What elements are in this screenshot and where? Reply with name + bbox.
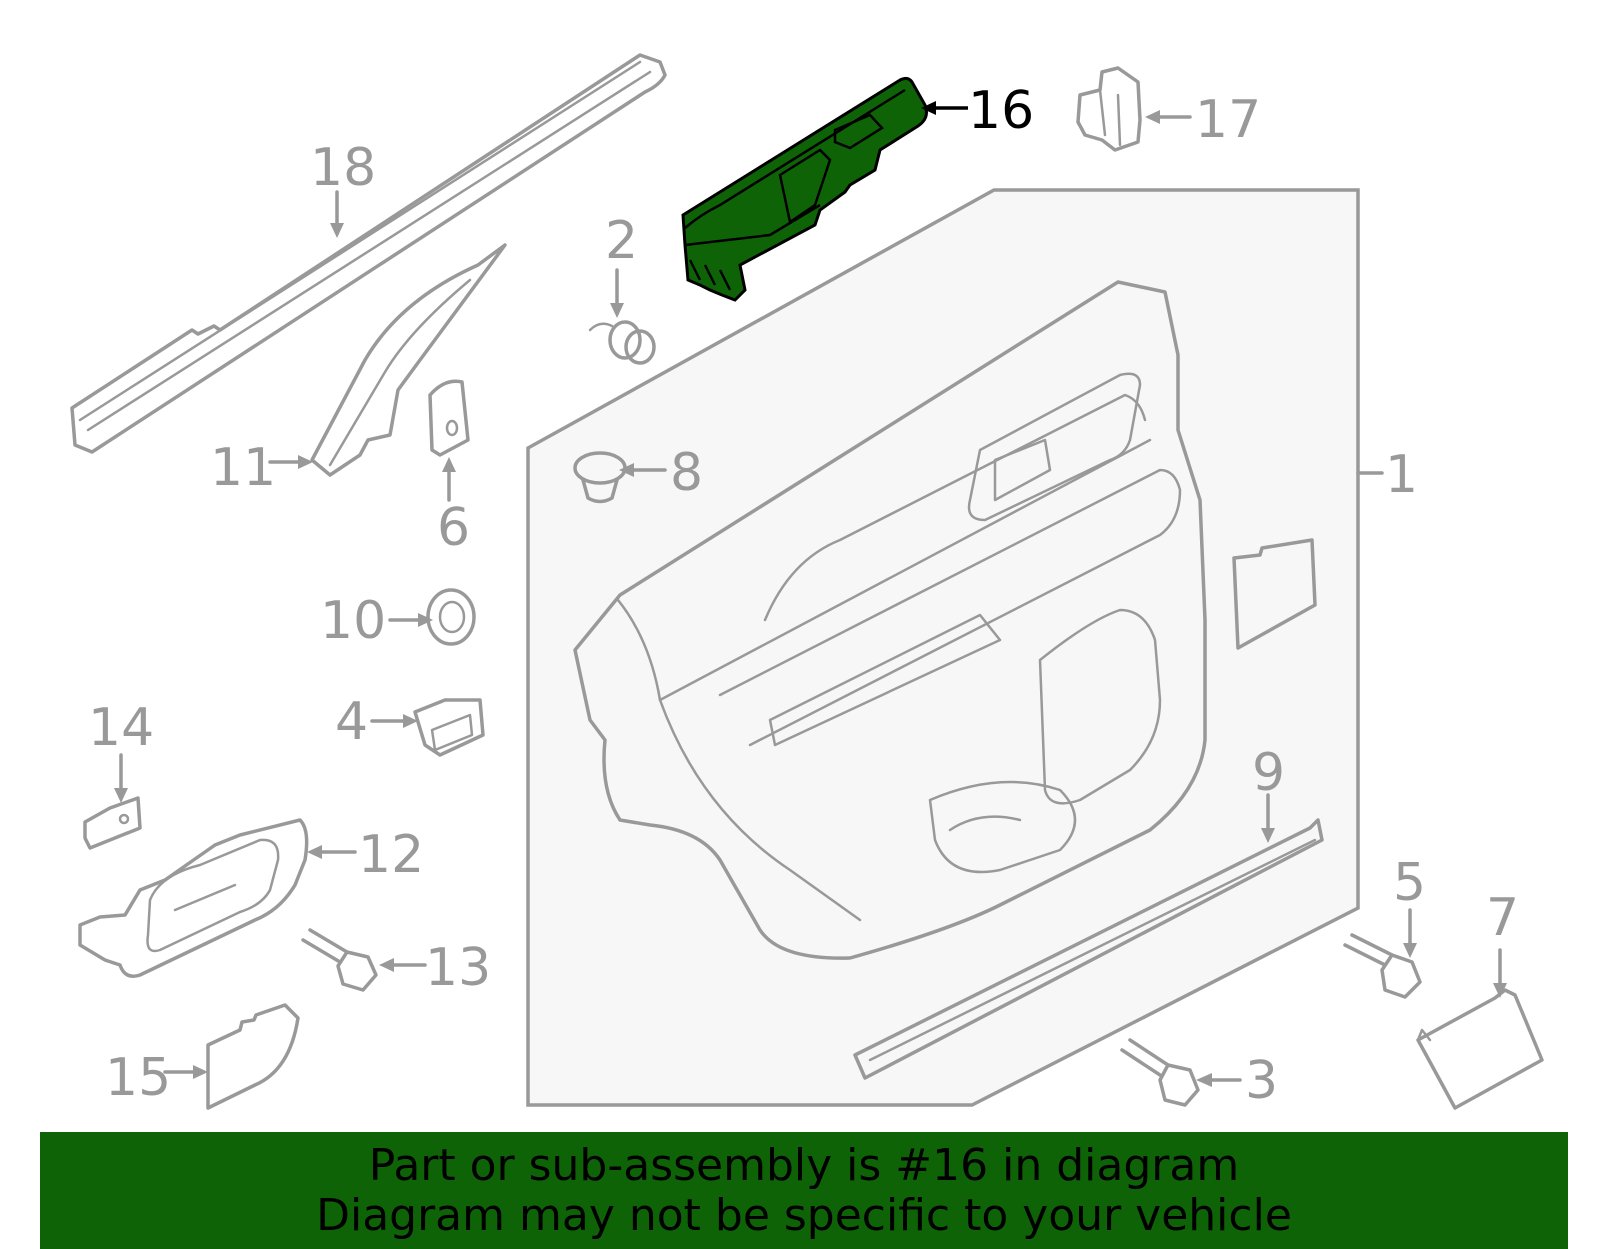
callout-2: 2	[605, 211, 638, 271]
callout-9: 9	[1252, 743, 1285, 803]
part-6-clip	[428, 379, 470, 457]
banner-line-2: Diagram may not be specific to your vehi…	[316, 1189, 1292, 1241]
arrow-4	[403, 714, 418, 728]
arrow-10	[418, 613, 433, 627]
part-16-switch-bezel-highlighted	[681, 76, 928, 302]
part-9-weatherstrip	[853, 818, 1324, 1080]
callout-1: 1	[1385, 445, 1418, 505]
arrow-8	[619, 463, 634, 477]
part-17-connector	[1076, 66, 1142, 152]
part-5-screw	[1343, 933, 1422, 999]
part-7-cover	[1416, 988, 1544, 1110]
part-1-door-trim-panel	[526, 188, 1360, 1107]
info-banner: Part or sub-assembly is #16 in diagram D…	[40, 1132, 1568, 1249]
arrow-2	[610, 303, 624, 318]
callout-18: 18	[310, 138, 376, 198]
part-11-trim-molding	[310, 243, 507, 477]
arrow-12	[307, 845, 322, 859]
part-12-inside-handle	[78, 818, 309, 978]
callout-17: 17	[1195, 90, 1261, 150]
arrow-13	[379, 958, 394, 972]
arrow-18	[330, 223, 344, 238]
callout-5: 5	[1393, 853, 1426, 913]
part-3-screw	[1120, 1038, 1200, 1107]
part-4-bracket	[413, 698, 485, 757]
arrow-17	[1145, 110, 1160, 124]
callout-13: 13	[425, 938, 491, 998]
arrow-7	[1493, 983, 1507, 998]
callout-11: 11	[210, 438, 276, 498]
callout-12: 12	[358, 825, 424, 885]
part-15-cover	[206, 1003, 300, 1110]
callout-8: 8	[670, 443, 703, 503]
part-14-clip	[83, 796, 142, 850]
callout-3: 3	[1245, 1051, 1278, 1111]
callout-14: 14	[88, 698, 154, 758]
callout-10: 10	[320, 591, 386, 651]
part-2-clip	[588, 320, 656, 365]
arrow-9	[1261, 828, 1275, 843]
part-10-washer	[426, 588, 476, 646]
arrow-5	[1403, 943, 1417, 958]
arrow-6	[442, 457, 456, 472]
arrow-3	[1196, 1073, 1212, 1087]
arrow-16	[921, 101, 936, 115]
arrow-14	[114, 788, 128, 803]
callout-6: 6	[437, 498, 470, 558]
arrow-11	[298, 455, 313, 469]
callout-16: 16	[968, 81, 1034, 141]
callout-4: 4	[335, 692, 368, 752]
callout-15: 15	[105, 1048, 171, 1108]
callout-7: 7	[1486, 888, 1519, 948]
part-13-bolt	[301, 928, 378, 992]
banner-line-1: Part or sub-assembly is #16 in diagram	[368, 1139, 1240, 1191]
arrow-15	[193, 1065, 208, 1079]
part-18-belt-molding	[70, 53, 667, 454]
